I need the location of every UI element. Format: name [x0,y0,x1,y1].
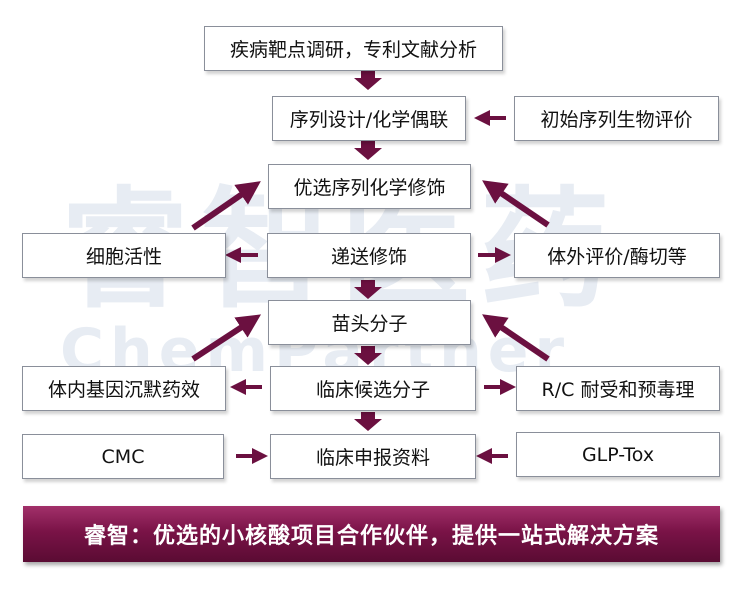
box-target-research: 疾病靶点调研，专利文献分析 [204,26,503,71]
box-sequence-design: 序列设计/化学偶联 [272,96,466,141]
box-optimize-chem-mod: 优选序列化学修饰 [268,164,471,209]
summary-banner: 睿智：优选的小核酸项目合作伙伴，提供一站式解决方案 [23,506,720,562]
down-arrow-3 [354,280,382,299]
diag-arrow-invivo-to-lead [191,314,262,362]
down-arrow-4 [354,346,382,365]
box-cell-activity: 细胞活性 [22,233,226,278]
box-delivery-mod: 递送修饰 [267,233,471,278]
box-in-vitro-eval: 体外评价/酶切等 [514,233,720,278]
down-arrows [354,71,382,431]
box-clinical-filing: 临床申报资料 [270,434,476,479]
box-clinical-candidate: 临床候选分子 [270,366,476,411]
diag-arrow-cell-to-optimize [191,181,261,231]
horizontal-arrows [225,110,516,464]
diag-arrow-invitro-to-optimize [482,180,550,228]
box-lead-molecule: 苗头分子 [268,300,471,345]
down-arrow-5 [354,412,382,431]
box-in-vivo-silencing: 体内基因沉默药效 [22,366,226,411]
box-initial-bio-eval: 初始序列生物评价 [514,96,719,141]
diagonal-arrows [191,180,550,362]
diag-arrow-rc-to-lead [482,314,550,362]
box-cmc: CMC [22,434,224,479]
down-arrow-1 [354,71,382,90]
box-glp-tox: GLP-Tox [516,432,720,477]
down-arrow-2 [354,141,382,160]
box-rc-tolerance: R/C 耐受和预毒理 [516,366,720,411]
